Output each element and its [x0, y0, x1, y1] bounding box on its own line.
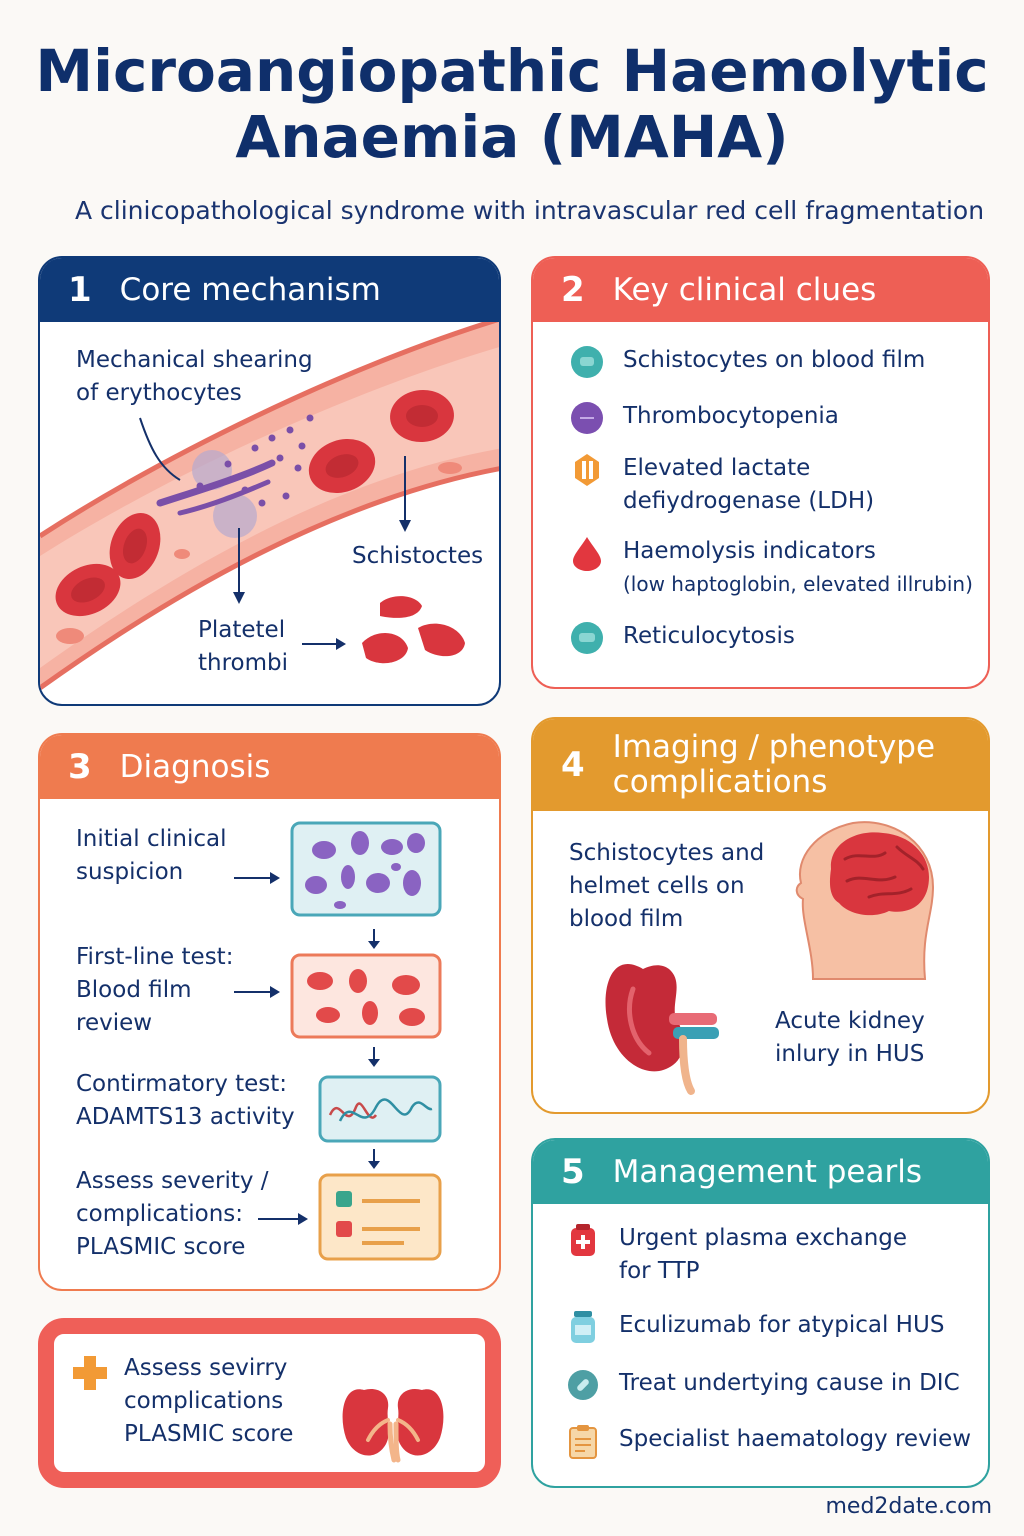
imaging-header: 4 Imaging / phenotype complications — [533, 719, 988, 811]
list-item: Urgent plasma exchange for TTP — [533, 1222, 919, 1288]
core-mechanism-header: 1 Core mechanism — [40, 258, 499, 322]
platelet-icon — [571, 402, 603, 434]
list-item: Treat undertying cause in DIC — [533, 1367, 960, 1403]
footer-source: med2date.com — [825, 1494, 992, 1519]
diagnosis-step: Contirmatory test: ADAMTS13 activity — [76, 1071, 295, 1130]
diagnosis-step: First-line test: Blood film review — [76, 944, 234, 1036]
section-heading: Core mechanism — [119, 271, 381, 308]
section-heading: Key clinical clues — [612, 271, 877, 308]
list-item: Reticulocytosis — [533, 620, 795, 656]
severity-illustration — [73, 1356, 444, 1463]
vial-icon — [571, 1311, 595, 1343]
blood-drop-icon — [573, 537, 601, 571]
vessel-illustration — [40, 316, 499, 691]
diagnosis-step: Initial clinical suspicion — [76, 826, 227, 885]
section-number: 2 — [561, 270, 585, 310]
clipboard-icon — [569, 1425, 597, 1459]
reticulocyte-icon — [571, 622, 603, 654]
list-item: Specialist haematology review — [533, 1423, 971, 1459]
page-subtitle: A clinicopathological syndrome with intr… — [75, 196, 985, 225]
list-item: Eculizumab for atypical HUS — [533, 1309, 944, 1345]
list-item: Schistocytes on blood film — [533, 344, 925, 380]
list-item: Thrombocytopenia — [533, 400, 839, 436]
clinical-clues-header: 2 Key clinical clues — [533, 258, 988, 322]
list-item: Elevated lactate defiydrogenase (LDH) — [533, 452, 903, 518]
section-heading: Diagnosis — [119, 748, 271, 785]
schistocytes-label: Schistoctes — [352, 543, 484, 569]
test-tube-icon — [575, 454, 599, 486]
shearing-label: Mechanical shearing of erythocytes — [76, 347, 313, 406]
section-heading: Imaging / phenotype complications — [612, 729, 936, 800]
core-mechanism-card: 1 Core mechanism Mechanical shearing of … — [38, 256, 501, 706]
kidney-injury-label: Acute kidney inlury in HUS — [775, 1008, 925, 1067]
section-number: 3 — [68, 747, 92, 787]
plasma-bag-icon — [571, 1224, 595, 1256]
management-card: 5 Management pearls Urgent plasma exchan… — [531, 1138, 990, 1488]
section-number: 1 — [68, 270, 92, 310]
severity-text: Assess sevirry complications PLASMIC sco… — [124, 1355, 294, 1447]
diagnosis-step: Assess severity / complications: PLASMIC… — [76, 1168, 269, 1260]
section-number: 4 — [561, 745, 585, 785]
list-item: Haemolysis indicators (low haptoglobin, … — [533, 535, 973, 601]
imaging-card: 4 Imaging / phenotype complications Schi… — [531, 717, 990, 1114]
clinical-clues-card: 2 Key clinical clues Schistocytes on blo… — [531, 256, 990, 689]
film-label: Schistocytes and helmet cells on blood f… — [569, 840, 765, 932]
severity-box: Assess sevirry complications PLASMIC sco… — [38, 1318, 501, 1488]
diagnosis-flow-illustration — [234, 821, 442, 1261]
imaging-illustration — [605, 821, 935, 1095]
platelet-thrombi-label: Platetel thrombi — [198, 617, 289, 676]
section-number: 5 — [561, 1152, 585, 1192]
schistocyte-icon — [571, 346, 603, 378]
page-title: Microangiopathic Haemolytic Anaemia (MAH… — [35, 37, 989, 171]
diagnosis-card: 3 Diagnosis Initial clinical suspicion F… — [38, 733, 501, 1291]
pill-icon — [568, 1370, 598, 1400]
section-heading: Management pearls — [612, 1153, 922, 1190]
diagnosis-header: 3 Diagnosis — [40, 735, 499, 799]
management-header: 5 Management pearls — [533, 1140, 988, 1204]
